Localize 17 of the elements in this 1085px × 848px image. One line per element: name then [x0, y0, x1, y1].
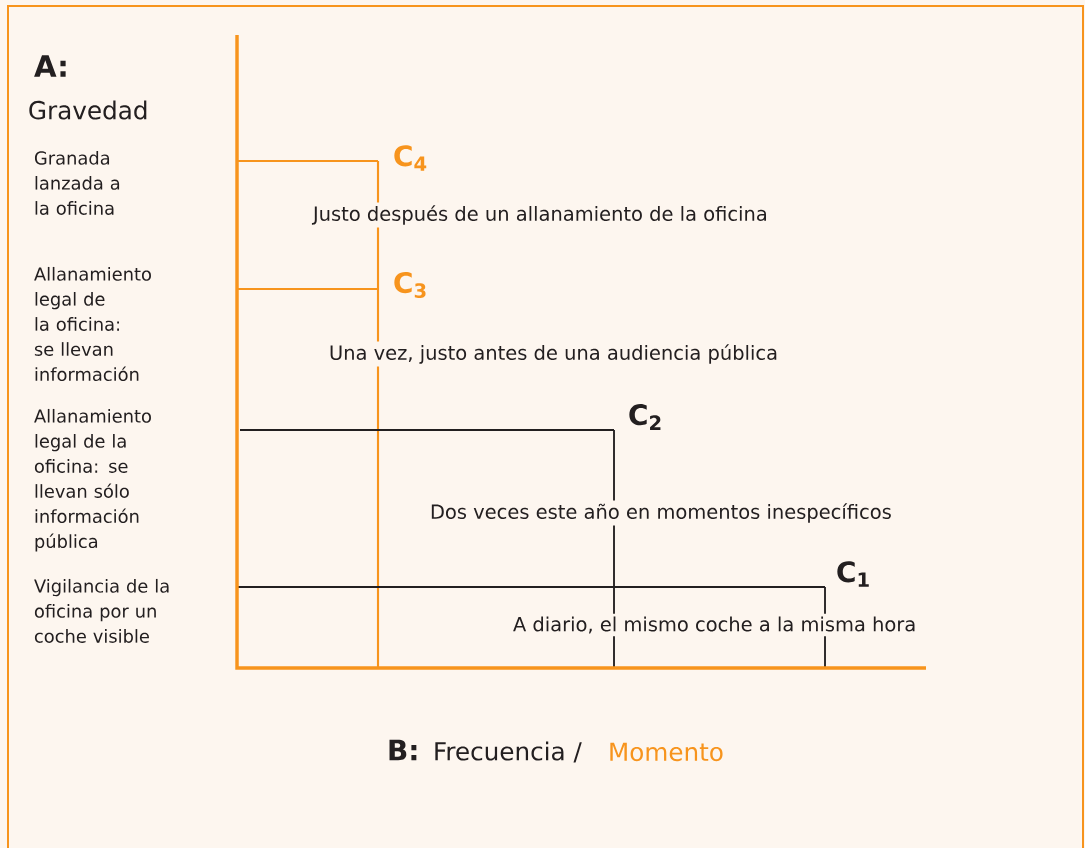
severity-label: Granada lanzada a la oficina — [34, 150, 120, 215]
axis-title: Momento — [610, 742, 723, 762]
frequency-label: Dos veces este año en momentos inespecíficos — [427, 500, 895, 526]
curve-label: C$_{2}$ — [629, 404, 661, 430]
frequency-label: Una vez, justo antes de una audiencia pública — [326, 341, 781, 367]
axis-title: Frecuencia / — [435, 741, 582, 763]
severity-label: Allanamiento legal de la oficina: se llevan información — [34, 266, 151, 381]
severity-label: Allanamiento legal de la oficina: se llevan sólo información pública — [34, 408, 151, 552]
axis-letter: A: — [34, 55, 66, 77]
severity-label: Vigilancia de la oficina por un coche visible — [34, 578, 169, 643]
frequency-label: A diario, el mismo coche a la misma hora — [510, 613, 919, 637]
frequency-label: Justo después de un allanamiento de la oficina — [310, 202, 771, 228]
curve-label: C$_{3}$ — [394, 271, 426, 299]
curve-label: C$_{4}$ — [394, 145, 427, 171]
curve-label: C$_{1}$ — [837, 561, 869, 587]
axis-letter: B: — [389, 739, 417, 761]
axis-title: Gravedad — [29, 100, 147, 120]
